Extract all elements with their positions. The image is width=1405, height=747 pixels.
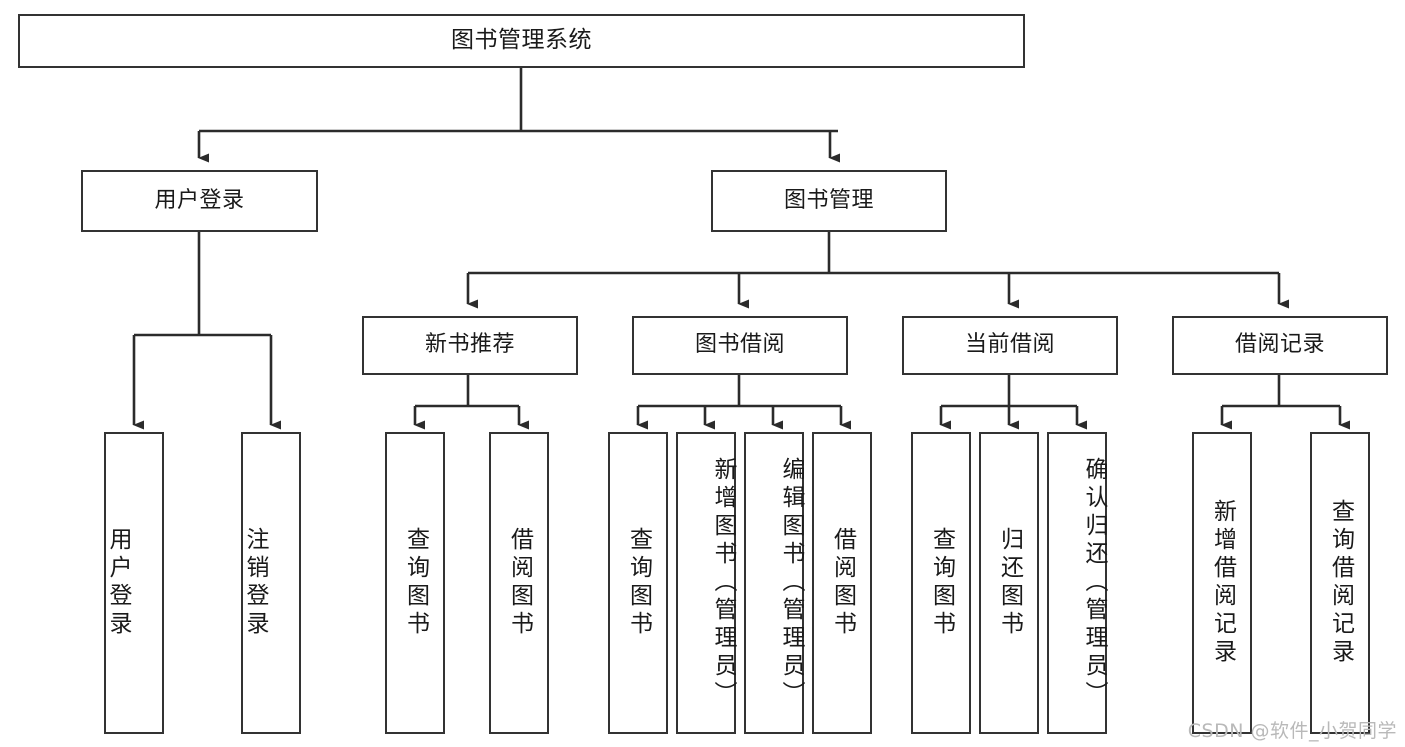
node-label: 查询图书 (625, 527, 652, 639)
node-book-borrow[interactable]: 图书借阅 (632, 316, 848, 375)
leaf-borrow-edit-book-admin[interactable]: 编辑图书（管理员） (744, 432, 804, 734)
node-label: 新书推荐 (424, 332, 515, 358)
leaf-borrow-add-book-admin[interactable]: 新增图书（管理员） (676, 432, 736, 734)
leaf-user-login-logout[interactable]: 注销登录 (241, 432, 301, 734)
leaf-current-query-book[interactable]: 查询图书 (911, 432, 971, 734)
node-borrow-record[interactable]: 借阅记录 (1172, 316, 1388, 375)
node-label: 注销登录 (242, 527, 268, 639)
node-user-login[interactable]: 用户登录 (81, 170, 318, 232)
node-label: 查询图书 (928, 527, 955, 639)
leaf-recommend-query-book[interactable]: 查询图书 (385, 432, 445, 734)
node-label: 当前借阅 (964, 332, 1055, 358)
leaf-borrow-borrow-book[interactable]: 借阅图书 (812, 432, 872, 734)
leaf-user-login-login[interactable]: 用户登录 (104, 432, 164, 734)
node-book-management[interactable]: 图书管理 (711, 170, 947, 232)
node-label: 新增图书（管理员） (710, 457, 736, 709)
node-label: 用户登录 (105, 527, 131, 639)
node-label: 编辑图书（管理员） (778, 457, 804, 709)
node-current-borrow[interactable]: 当前借阅 (902, 316, 1118, 375)
leaf-recommend-borrow-book[interactable]: 借阅图书 (489, 432, 549, 734)
node-label: 确认归还（管理员） (1081, 457, 1107, 709)
leaf-borrow-query-book[interactable]: 查询图书 (608, 432, 668, 734)
node-new-book-recommend[interactable]: 新书推荐 (362, 316, 578, 375)
node-label: 图书管理系统 (451, 27, 592, 54)
node-label: 借阅记录 (1234, 332, 1325, 358)
node-label: 查询图书 (402, 527, 429, 639)
node-label: 借阅图书 (829, 527, 856, 639)
leaf-record-query-record[interactable]: 查询借阅记录 (1310, 432, 1370, 734)
node-label: 图书借阅 (694, 332, 785, 358)
node-label: 借阅图书 (506, 527, 533, 639)
node-label: 新增借阅记录 (1209, 499, 1236, 667)
node-root-book-management-system[interactable]: 图书管理系统 (18, 14, 1025, 68)
node-label: 图书管理 (783, 187, 874, 213)
leaf-current-confirm-return-admin[interactable]: 确认归还（管理员） (1047, 432, 1107, 734)
leaf-current-return-book[interactable]: 归还图书 (979, 432, 1039, 734)
watermark-text: CSDN @软件_小贺同学 (1187, 720, 1397, 742)
node-label: 用户登录 (154, 187, 245, 213)
leaf-record-add-record[interactable]: 新增借阅记录 (1192, 432, 1252, 734)
node-label: 查询借阅记录 (1327, 499, 1354, 667)
node-label: 归还图书 (996, 527, 1023, 639)
